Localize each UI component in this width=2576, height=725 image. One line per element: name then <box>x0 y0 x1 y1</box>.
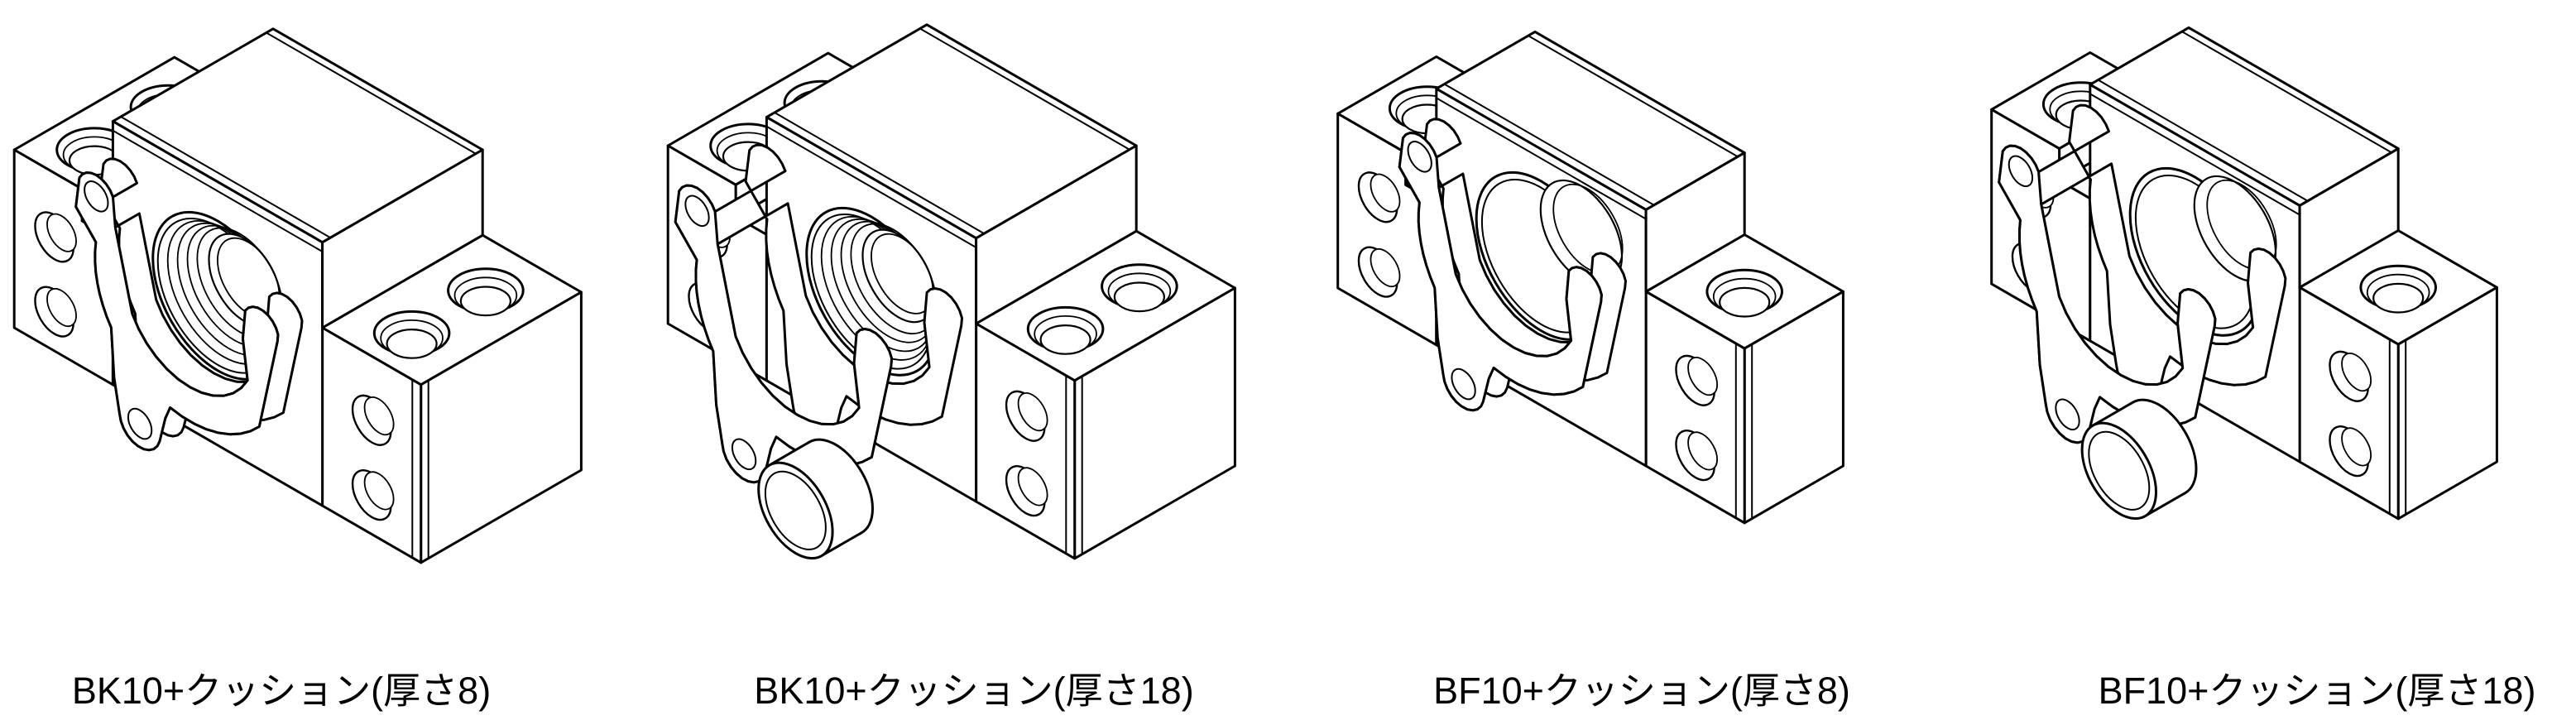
figure-caption: BK10+クッション(厚さ8) <box>71 670 492 712</box>
figure-bf10-cushion18 <box>1936 7 2576 637</box>
figure-bf10-cushion8 <box>1291 7 1936 637</box>
figure-caption: BF10+クッション(厚さ18) <box>2098 670 2536 712</box>
bk10-cushion8-drawing <box>12 27 583 564</box>
figure-bk10-cushion18 <box>637 7 1283 637</box>
bf10-cushion8-drawing <box>1336 30 1844 525</box>
figure-caption: BK10+クッション(厚さ18) <box>754 670 1194 712</box>
bk10-cushion18-drawing <box>666 23 1236 560</box>
figure-bk10-cushion8 <box>0 7 645 637</box>
figure-caption: BF10+クッション(厚さ8) <box>1433 670 1850 712</box>
bf10-cushion18-drawing <box>1990 26 2498 521</box>
